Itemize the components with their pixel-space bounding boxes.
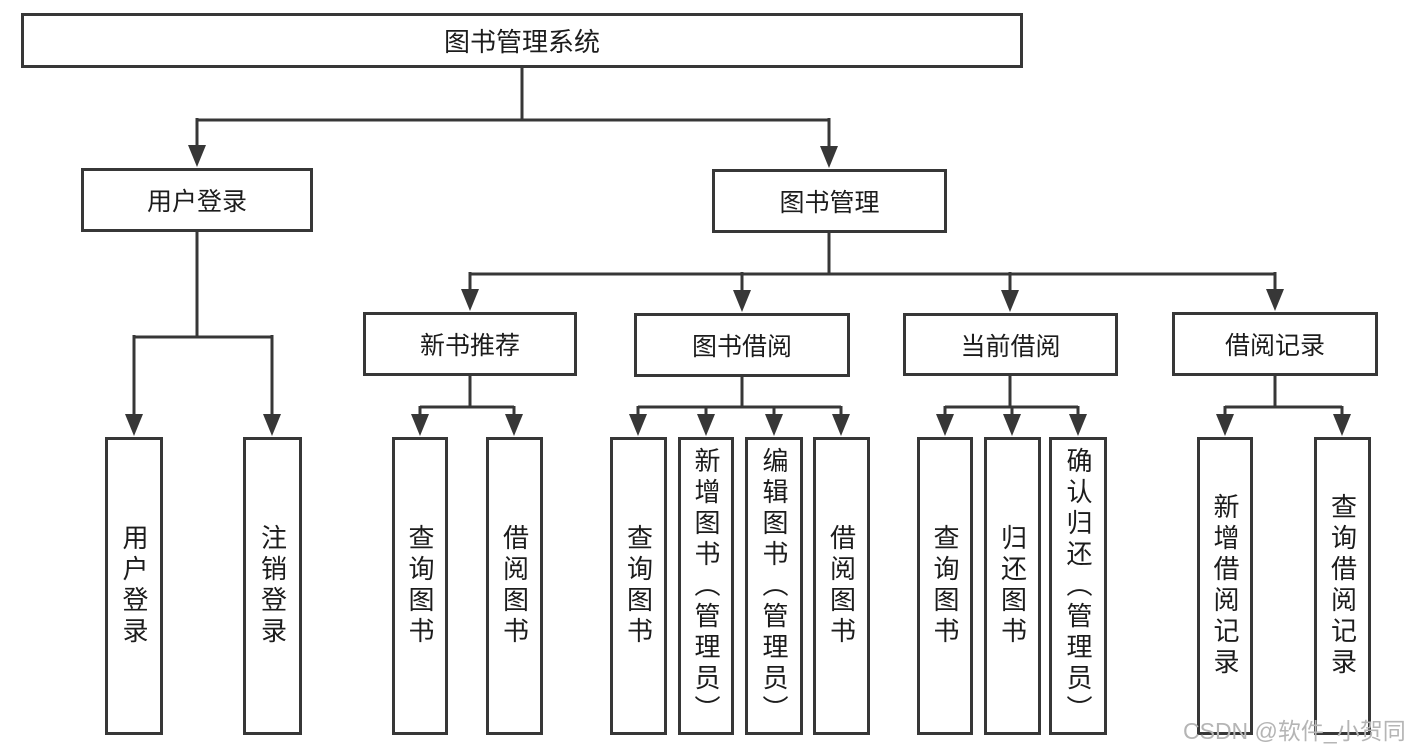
leaf-borrow-add-books-admin: 新增图书（管理员）	[678, 437, 734, 735]
node-book-management: 图书管理	[712, 169, 947, 233]
node-label: 当前借阅	[960, 332, 1061, 361]
leaf-records-add-record: 新增借阅记录	[1197, 437, 1253, 735]
leaf-borrow-borrow-books: 借阅图书	[813, 437, 870, 735]
node-label: 图书借阅	[691, 333, 792, 361]
node-label: 新增图书（管理员）	[691, 446, 721, 726]
leaf-borrow-query-books: 查询图书	[610, 437, 667, 735]
node-label: 确认归还（管理员）	[1063, 446, 1093, 726]
node-label: 注销登录	[257, 524, 288, 648]
node-book-borrow: 图书借阅	[634, 313, 850, 377]
node-label: 查询借阅记录	[1327, 493, 1358, 679]
node-label: 用户登录	[119, 524, 149, 648]
node-label: 查询图书	[405, 524, 435, 648]
csdn-watermark: CSDN @软件_小贺同学	[1183, 718, 1405, 744]
node-root-system: 图书管理系统	[21, 13, 1023, 68]
node-new-book-recommend: 新书推荐	[363, 312, 577, 376]
leaf-current-confirm-return-admin: 确认归还（管理员）	[1049, 437, 1107, 735]
leaf-current-query-books: 查询图书	[917, 437, 973, 735]
node-label: 归还图书	[997, 524, 1028, 648]
leaf-records-query-record: 查询借阅记录	[1314, 437, 1371, 735]
node-label: 查询图书	[623, 524, 654, 648]
node-label: 图书管理	[779, 189, 880, 217]
node-current-borrow: 当前借阅	[903, 313, 1118, 376]
leaf-current-return-books: 归还图书	[984, 437, 1041, 735]
leaf-newbooks-query-books: 查询图书	[392, 437, 448, 735]
node-label: 编辑图书（管理员）	[759, 446, 789, 726]
leaf-user-login: 用户登录	[105, 437, 163, 735]
node-label: 新增借阅记录	[1210, 493, 1240, 679]
node-user-login: 用户登录	[81, 168, 313, 232]
leaf-borrow-edit-books-admin: 编辑图书（管理员）	[745, 437, 803, 735]
node-label: 新书推荐	[419, 332, 520, 360]
node-label: 借阅图书	[499, 524, 530, 648]
leaf-newbooks-borrow-books: 借阅图书	[486, 437, 543, 735]
node-borrow-records: 借阅记录	[1172, 312, 1378, 376]
node-label: 借阅图书	[826, 524, 857, 648]
leaf-logout-login: 注销登录	[243, 437, 302, 735]
node-label: 借阅记录	[1224, 332, 1325, 360]
node-label: 查询图书	[930, 524, 960, 648]
node-label: 图书管理系统	[443, 27, 600, 57]
node-label: 用户登录	[146, 188, 247, 216]
